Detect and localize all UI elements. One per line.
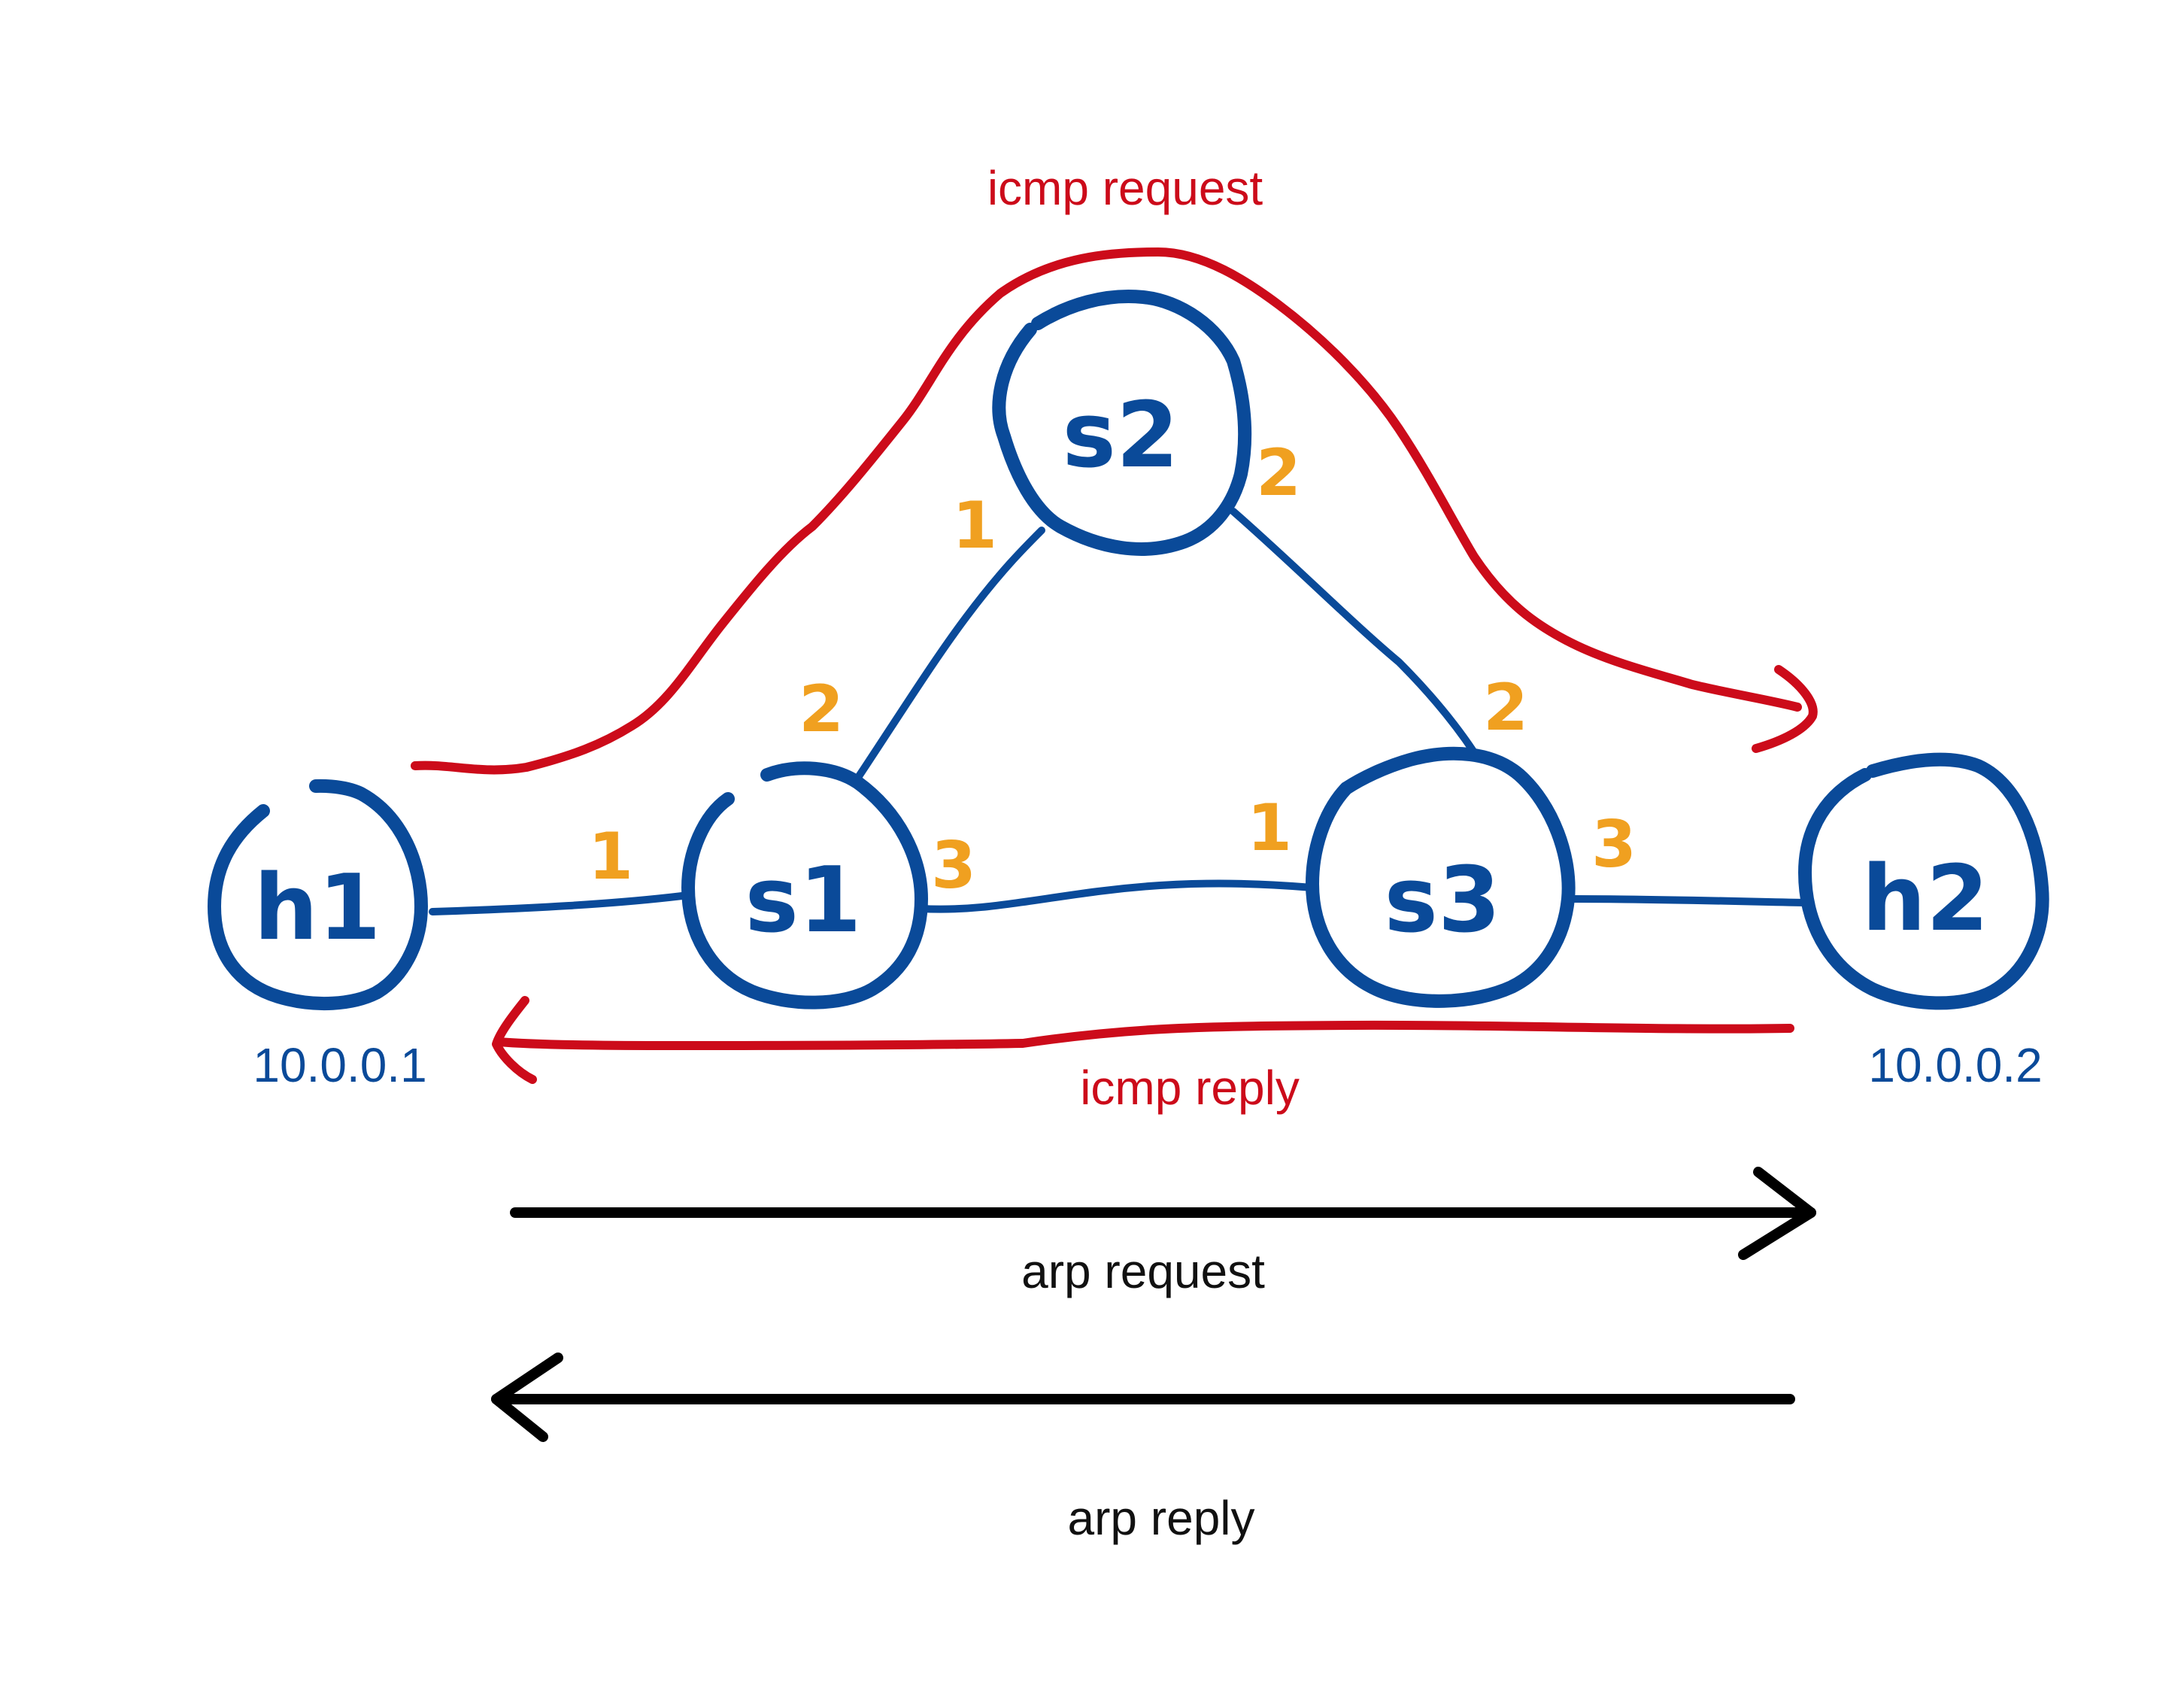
node-h2: h2 [1798, 752, 2049, 1010]
arp-reply-label: arp reply [1068, 1491, 1255, 1545]
node-label-s1: s1 [745, 849, 862, 953]
node-s1: s1 [681, 761, 928, 1009]
link-s2-s3 [1230, 508, 1478, 756]
link-s1-s2 [854, 527, 1045, 782]
node-label-s3: s3 [1385, 849, 1501, 953]
node-h1: h1 [208, 779, 428, 1011]
icmp-reply-arrowhead [492, 996, 537, 1084]
node-label-s2: s2 [1063, 384, 1179, 488]
arp-reply-arrowhead [491, 1353, 563, 1442]
icmp-request-arrow [411, 247, 1802, 775]
node-s2: s2 [992, 290, 1252, 556]
arp-request-arrowhead [1738, 1167, 1816, 1260]
ip-h2: 10.0.0.2 [1868, 1038, 2042, 1092]
ip-h1: 10.0.0.1 [253, 1038, 426, 1092]
icmp-request-label: icmp request [987, 161, 1263, 215]
link-h1-s1 [429, 891, 692, 915]
port-s3-h2: 3 [1591, 807, 1636, 882]
port-s1-s2: 2 [799, 672, 844, 747]
node-s3: s3 [1306, 746, 1576, 1008]
port-s2-s3: 2 [1256, 436, 1301, 511]
arp-request-label: arp request [1021, 1244, 1265, 1298]
port-s3-s1: 1 [1247, 791, 1292, 866]
port-s3-s2: 2 [1483, 670, 1528, 745]
link-s3-h2 [1568, 895, 1809, 906]
icmp-reply-label: icmp reply [1080, 1061, 1300, 1115]
port-s1-h1: 1 [588, 819, 633, 894]
icmp-reply-arrow [493, 1020, 1794, 1050]
node-label-h2: h2 [1862, 847, 1989, 952]
port-s1-s3: 3 [931, 828, 976, 903]
icmp-request-arrowhead [1752, 665, 1818, 753]
node-label-h1: h1 [254, 856, 381, 961]
port-s2-s1: 1 [952, 488, 997, 563]
link-s1-s3 [918, 879, 1316, 913]
